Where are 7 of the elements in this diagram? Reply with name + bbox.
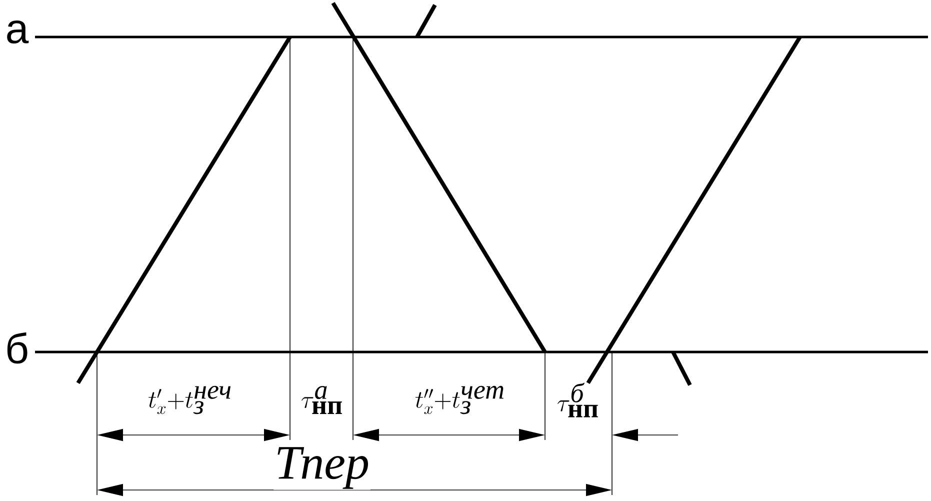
period-formula: $\mbox{\itshape Тпер}$ [274, 446, 370, 490]
interval-formula: $t''_{x}{+}t_{\mbox{\itshape з}}^{\mbox{\itshape чет}}$ [416, 386, 504, 414]
interval-formula: $\tau_{\mbox{\bfseries нп}}^{\mbox{\itshape б}}$ [558, 382, 598, 418]
interval-formula: $t'_{x}{+}t_{\mbox{\itshape з}}^{\mbox{\itshape неч}}$ [148, 386, 231, 414]
interval-formula: $\tau_{\mbox{\bfseries нп}}^{\mbox{\itshape а}}$ [302, 386, 342, 414]
station-label: б [7, 332, 28, 364]
station-label: а [7, 20, 29, 44]
